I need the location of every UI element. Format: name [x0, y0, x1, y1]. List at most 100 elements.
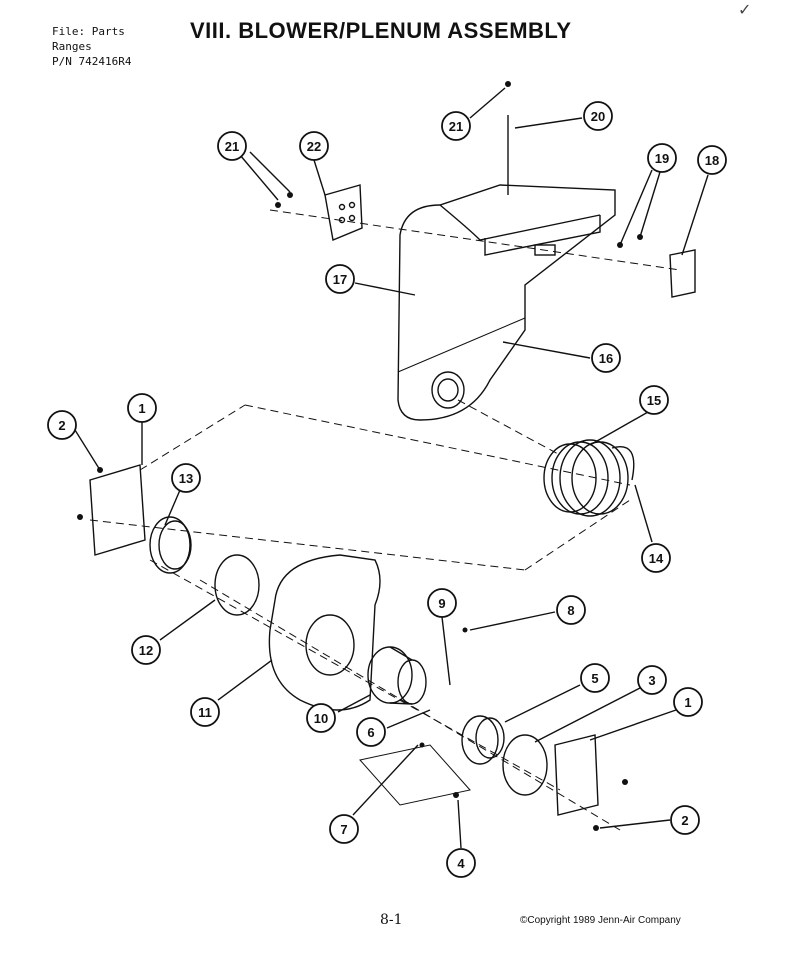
right-bracket: [554, 734, 599, 816]
motor: [461, 715, 499, 765]
svg-text:6: 6: [367, 725, 374, 740]
callouts: 21 20 21 22 19 18 17 16 15 14 2 1 13 12 …: [47, 101, 727, 878]
leader-6: [386, 709, 431, 729]
bracket: [669, 249, 696, 298]
leader-9: [441, 616, 451, 686]
callout-19: 19: [647, 143, 677, 173]
assembly-line-8: [199, 579, 621, 831]
svg-text:21: 21: [449, 119, 463, 134]
svg-text:16: 16: [599, 351, 613, 366]
svg-text:15: 15: [647, 393, 661, 408]
svg-text:22: 22: [307, 139, 321, 154]
callout-20: 20: [583, 101, 613, 131]
svg-text:14: 14: [649, 551, 664, 566]
leader-7: [352, 744, 419, 816]
leader-8: [469, 611, 556, 631]
flex-hose: [543, 439, 635, 517]
svg-text:2: 2: [58, 418, 65, 433]
svg-text:18: 18: [705, 153, 719, 168]
plate-hole-4: [348, 214, 356, 222]
leader-21b-2: [249, 151, 291, 193]
callout-11: 11: [190, 697, 220, 727]
svg-text:1: 1: [684, 695, 691, 710]
plenum-outlet: [431, 371, 465, 409]
callout-21a: 21: [441, 111, 471, 141]
file-info: File: Parts Ranges P/N 742416R4: [52, 24, 131, 69]
ring-12: [214, 554, 260, 616]
leader-12: [159, 599, 216, 641]
plenum-top-face: [439, 204, 601, 241]
callout-1a: 1: [127, 393, 157, 423]
plenum-slot: [534, 244, 556, 256]
blower-wheel: [367, 646, 427, 705]
file-line-3: P/N 742416R4: [52, 55, 132, 68]
callout-15: 15: [639, 385, 669, 415]
callout-5: 5: [580, 663, 610, 693]
callout-3: 3: [637, 665, 667, 695]
leader-16: [502, 341, 591, 359]
callout-4: 4: [446, 848, 476, 878]
svg-text:8: 8: [567, 603, 574, 618]
assembly-line-6: [457, 399, 561, 456]
leader-13: [164, 489, 181, 526]
blower-housing: [268, 554, 381, 711]
fasteners: [77, 81, 643, 831]
copyright-notice: ©Copyright 1989 Jenn-Air Company: [520, 915, 681, 926]
check-mark-icon: ✓: [738, 0, 752, 19]
leader-19-1: [619, 169, 653, 246]
leader-22: [313, 159, 326, 196]
svg-text:12: 12: [139, 643, 153, 658]
assembly-line-3: [524, 499, 631, 571]
ring-13: [149, 516, 191, 574]
leader-15: [589, 411, 649, 446]
leader-18: [681, 174, 709, 256]
callout-17: 17: [325, 264, 355, 294]
callout-10: 10: [306, 703, 336, 733]
callout-16: 16: [591, 343, 621, 373]
leader-19-2: [639, 171, 661, 238]
plenum-housing: [397, 184, 616, 421]
svg-text:19: 19: [655, 151, 669, 166]
leader-2a: [74, 429, 101, 471]
callout-22: 22: [299, 131, 329, 161]
motor-mount: [502, 734, 548, 796]
callout-21b: 21: [217, 131, 247, 161]
plenum-box: [484, 215, 601, 256]
svg-text:2: 2: [681, 813, 688, 828]
leader-2b: [599, 819, 671, 829]
leader-4: [457, 799, 462, 849]
callout-9: 9: [427, 588, 457, 618]
assembly-line-1: [139, 404, 246, 471]
file-line-2: Ranges: [52, 40, 92, 53]
plate-hole-1: [338, 203, 346, 211]
assembly-line-4: [89, 519, 526, 571]
leader-3: [534, 687, 641, 743]
leader-20: [514, 117, 583, 129]
svg-text:1: 1: [138, 401, 145, 416]
assembly-line-7: [149, 559, 561, 791]
assembly-line-2: [244, 404, 631, 486]
svg-text:3: 3: [648, 673, 655, 688]
svg-text:7: 7: [340, 822, 347, 837]
callout-13: 13: [171, 463, 201, 493]
callout-8: 8: [556, 595, 586, 625]
callout-6: 6: [356, 717, 386, 747]
plenum-outlet-inner: [437, 378, 459, 402]
svg-text:17: 17: [333, 272, 347, 287]
callout-2b: 2: [670, 805, 700, 835]
plate-hole-2: [348, 201, 356, 209]
page-number: 8-1: [380, 912, 403, 928]
svg-text:9: 9: [438, 596, 445, 611]
svg-text:10: 10: [314, 711, 328, 726]
leader-21b-1: [239, 154, 279, 201]
svg-text:21: 21: [225, 139, 239, 154]
leader-5: [504, 684, 581, 723]
leader-14: [634, 484, 653, 543]
svg-text:5: 5: [591, 671, 598, 686]
leader-11: [217, 659, 273, 701]
leader-1b: [589, 709, 677, 741]
page-title: VIII. BLOWER/PLENUM ASSEMBLY: [190, 18, 572, 43]
assembly-line-5: [269, 209, 681, 271]
plenum-seam: [397, 317, 526, 373]
svg-text:13: 13: [179, 471, 193, 486]
